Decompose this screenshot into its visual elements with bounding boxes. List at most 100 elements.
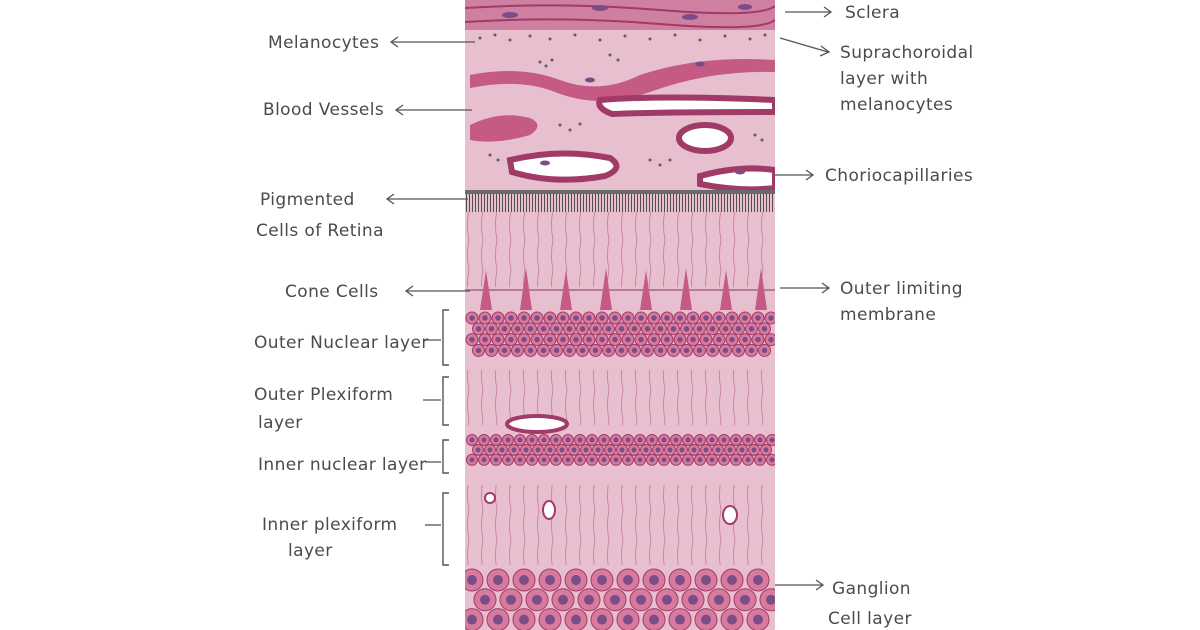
cell-nucleus	[613, 457, 619, 463]
cell-nucleus	[493, 457, 499, 463]
cell-nucleus	[618, 326, 625, 332]
cell-nucleus	[601, 437, 607, 443]
svg-text:Outer limiting: Outer limiting	[840, 279, 963, 299]
cell-nucleus	[644, 326, 651, 332]
cell-nucleus	[696, 347, 703, 354]
cell-nucleus	[508, 336, 514, 343]
cell-nucleus	[612, 336, 618, 343]
cell-nucleus	[733, 457, 739, 463]
cell-nucleus	[727, 575, 737, 585]
cell-nucleus	[553, 326, 560, 332]
cell-nucleus	[677, 336, 683, 343]
cell-nucleus	[727, 614, 737, 625]
cell-nucleus	[667, 447, 673, 453]
cell-nucleus	[625, 437, 631, 443]
vessel-lumen	[676, 122, 734, 154]
photoreceptor-fibers	[465, 212, 775, 287]
cell-nucleus	[753, 614, 763, 625]
svg-text:membrane: membrane	[840, 305, 936, 325]
cell-nucleus	[553, 437, 559, 443]
label-outer-nuclear: Outer Nuclear layer	[254, 309, 449, 366]
cell-nucleus	[475, 347, 482, 354]
cell-nucleus	[482, 336, 488, 343]
cell-nucleus	[703, 336, 709, 343]
cell-nucleus	[675, 614, 685, 625]
cell-nucleus	[571, 575, 581, 585]
cell-nucleus	[745, 437, 751, 443]
cell-nucleus	[643, 447, 649, 453]
cell-nucleus	[560, 336, 566, 343]
cell-nucleus	[560, 315, 566, 321]
cell-nucleus	[690, 336, 696, 343]
cell-nucleus	[748, 326, 755, 332]
cell-nucleus	[487, 447, 493, 453]
cell-nucleus	[729, 336, 735, 343]
cell-nucleus	[607, 447, 613, 453]
cell-nucleus	[701, 575, 711, 585]
cell-nucleus	[566, 347, 573, 354]
cell-nucleus	[534, 336, 540, 343]
cell-nucleus	[623, 614, 633, 625]
cell-nucleus	[589, 437, 595, 443]
cell-nucleus	[532, 594, 542, 605]
cell-nucleus	[661, 457, 667, 463]
cell-nucleus	[493, 614, 503, 625]
cell-nucleus	[662, 594, 672, 605]
cell-nucleus	[745, 457, 751, 463]
cell-nucleus	[601, 457, 607, 463]
inner-nuclear-cells	[466, 434, 775, 466]
svg-text:layer: layer	[288, 541, 333, 561]
cell-nucleus	[595, 447, 601, 453]
cell-nucleus	[514, 347, 521, 354]
cell-nucleus	[579, 347, 586, 354]
cell-nucleus	[709, 326, 716, 332]
cell-nucleus	[597, 575, 607, 585]
cell-nucleus	[481, 457, 487, 463]
cell-nucleus	[636, 594, 646, 605]
cell-nucleus	[579, 326, 586, 332]
label-blood-vessels: Blood Vessels	[263, 100, 472, 120]
cell-nucleus	[766, 594, 775, 605]
svg-text:Cell layer: Cell layer	[828, 609, 912, 629]
cell-nucleus	[541, 457, 547, 463]
svg-text:Sclera: Sclera	[845, 3, 900, 23]
cell-nucleus	[577, 457, 583, 463]
cell-nucleus	[649, 437, 655, 443]
cell-nucleus	[612, 315, 618, 321]
cell-nucleus	[696, 326, 703, 332]
cell-nucleus	[655, 447, 661, 453]
cell-nucleus	[545, 614, 555, 625]
cell-nucleus	[547, 336, 553, 343]
cell-nucleus	[469, 336, 475, 343]
svg-text:layer with: layer with	[840, 69, 928, 89]
label-inner-nuclear: Inner nuclear layer	[258, 439, 449, 475]
cell-nucleus	[625, 457, 631, 463]
cell-nucleus	[748, 347, 755, 354]
cell-nucleus	[751, 447, 757, 453]
cell-nucleus	[511, 447, 517, 453]
cell-nucleus	[495, 336, 501, 343]
cell-nucleus	[592, 326, 599, 332]
cell-nucleus	[519, 614, 529, 625]
cell-nucleus	[521, 315, 527, 321]
cell-nucleus	[586, 315, 592, 321]
cell-nucleus	[558, 594, 568, 605]
cell-nucleus	[559, 447, 565, 453]
cell-nucleus	[619, 447, 625, 453]
cell-nucleus	[469, 315, 475, 321]
svg-text:Pigmented: Pigmented	[260, 190, 355, 210]
cell-nucleus	[683, 326, 690, 332]
cell-nucleus	[679, 447, 685, 453]
cell-nucleus	[553, 347, 560, 354]
cell-nucleus	[547, 315, 553, 321]
cell-nucleus	[553, 457, 559, 463]
cell-nucleus	[475, 326, 482, 332]
cell-nucleus	[657, 326, 664, 332]
svg-text:layer: layer	[258, 413, 303, 433]
cell-nucleus	[721, 457, 727, 463]
cell-nucleus	[651, 315, 657, 321]
cell-nucleus	[670, 347, 677, 354]
cell-nucleus	[623, 575, 633, 585]
cell-nucleus	[501, 347, 508, 354]
cell-nucleus	[742, 315, 748, 321]
